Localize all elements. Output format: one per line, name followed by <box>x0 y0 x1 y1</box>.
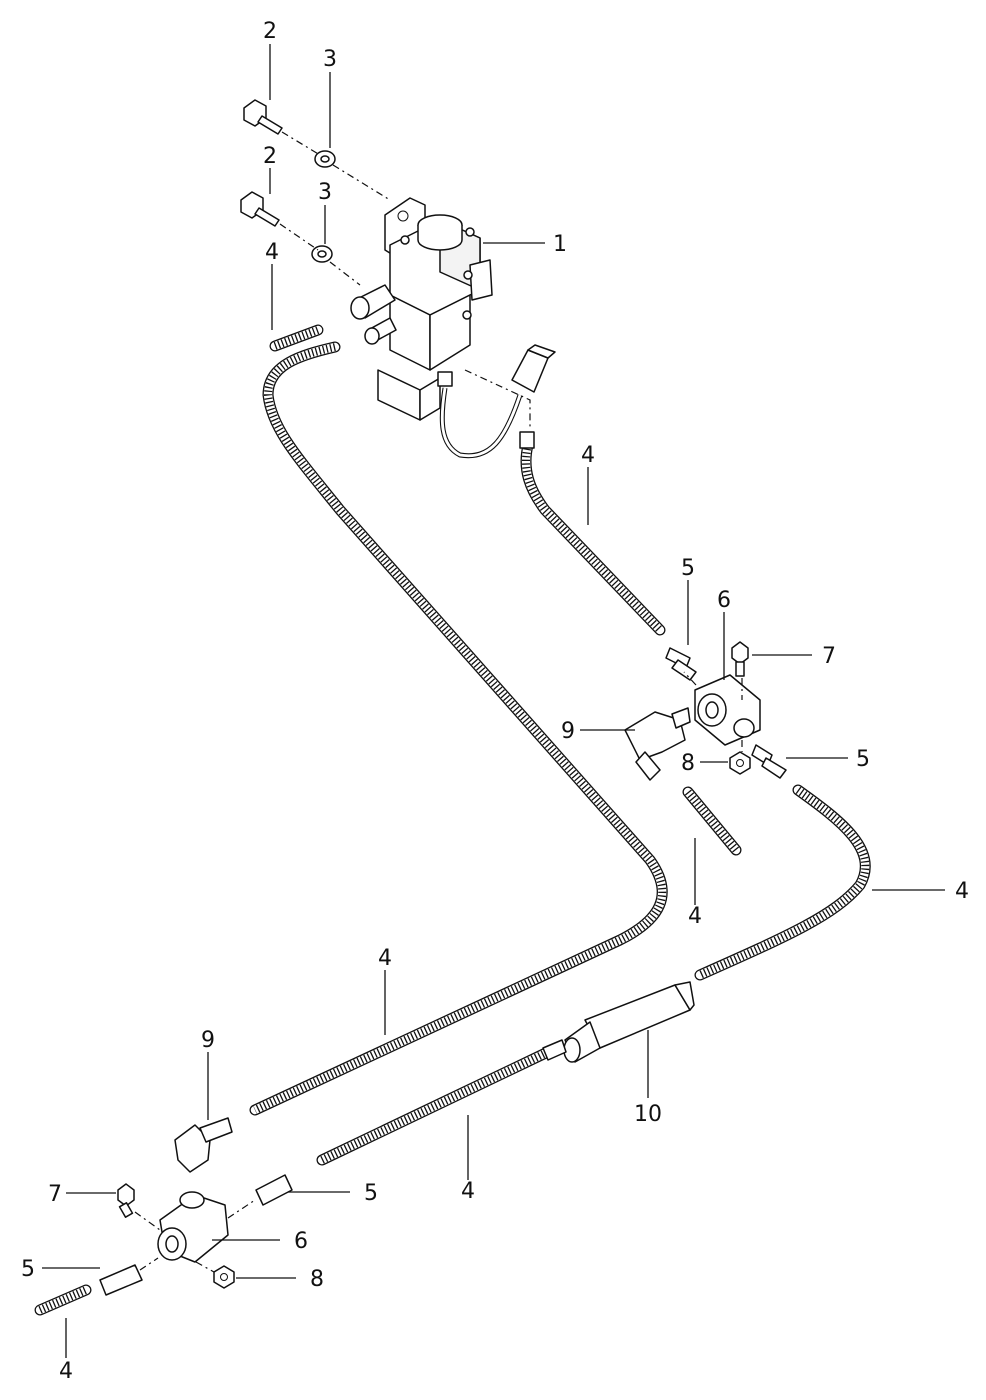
callout-7-upper: 7 <box>822 644 836 669</box>
nipple-bottom-left-5 <box>99 1264 143 1296</box>
callout-4-bottom-left: 4 <box>59 1359 73 1384</box>
hose-lower-middle <box>316 1044 558 1166</box>
callout-5-bottom-left: 5 <box>21 1257 35 1282</box>
washer-upper <box>314 150 336 168</box>
callout-5-right: 5 <box>856 747 870 772</box>
tee-block-upper <box>694 674 761 746</box>
nipple-lower-5 <box>255 1174 293 1206</box>
callout-3-lower: 3 <box>318 180 332 205</box>
tee-block-lower <box>157 1191 229 1263</box>
callout-5-lower: 5 <box>364 1181 378 1206</box>
callout-10: 10 <box>634 1102 662 1127</box>
callout-4-upper-right: 4 <box>581 443 595 468</box>
callout-8-lower: 8 <box>310 1267 324 1292</box>
callout-4-lower-middle: 4 <box>461 1179 475 1204</box>
callout-5-upper: 5 <box>681 556 695 581</box>
callout-labels: 2 3 2 3 1 4 4 5 6 7 9 8 5 4 4 4 9 10 4 7… <box>21 19 969 1384</box>
callout-9-upper: 9 <box>561 719 575 744</box>
callout-6-upper: 6 <box>717 588 731 613</box>
washer-lower <box>311 245 333 263</box>
hose-end-sleeve <box>519 431 535 449</box>
hose-main-long <box>249 341 668 1116</box>
elbow-9-lower <box>174 1117 233 1173</box>
screw-lower <box>240 191 280 227</box>
nipple-right-5 <box>751 744 787 779</box>
solenoid-valve <box>350 197 556 459</box>
callout-4-long-hose: 4 <box>378 946 392 971</box>
screw-upper <box>243 99 283 135</box>
callout-1: 1 <box>553 232 567 257</box>
callout-4-middle: 4 <box>688 904 702 929</box>
axis-screw-lower <box>279 223 361 286</box>
hose-right-loop <box>694 784 871 981</box>
callout-2-lower: 2 <box>263 144 277 169</box>
elbow-9-upper <box>624 707 691 781</box>
nut-8-upper <box>729 751 751 775</box>
callout-4-top-left: 4 <box>265 240 279 265</box>
axis-tee-upper <box>683 671 743 752</box>
leader-lines <box>42 44 945 1358</box>
callout-9-lower: 9 <box>201 1028 215 1053</box>
callout-2-upper: 2 <box>263 19 277 44</box>
callout-8-upper: 8 <box>681 751 695 776</box>
hose-short-bottom-left <box>34 1284 92 1316</box>
hose-short-middle <box>682 786 742 856</box>
hose-valve-to-tee <box>520 439 666 636</box>
callout-4-right: 4 <box>955 879 969 904</box>
hose-end-lower-middle <box>542 1039 567 1061</box>
callout-7-lower: 7 <box>48 1182 62 1207</box>
axis-connector <box>464 369 531 430</box>
inline-filter-10 <box>563 981 695 1063</box>
callout-3-upper: 3 <box>323 47 337 72</box>
callout-6-lower: 6 <box>294 1229 308 1254</box>
nipple-upper-5 <box>665 647 697 681</box>
bolt-7-lower <box>117 1183 135 1218</box>
hose-short-top-left <box>269 324 324 352</box>
nut-8-lower <box>213 1265 235 1289</box>
bolt-7-upper <box>731 641 749 677</box>
axis-screw-upper <box>281 131 391 201</box>
